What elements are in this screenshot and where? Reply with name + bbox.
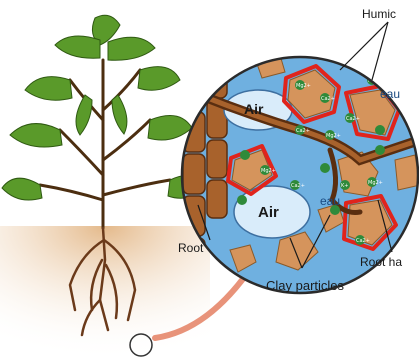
- ion-label: Ca2+: [356, 238, 370, 244]
- ion-label: Ca2+: [296, 128, 310, 134]
- ion-label: Ca2+: [346, 116, 360, 122]
- label-eau-top: eau: [380, 87, 400, 101]
- label-clay-particles: Clay particles: [266, 278, 345, 293]
- label-eau-middle: eau: [320, 194, 340, 208]
- label-root: Root: [178, 241, 204, 255]
- ion-label: Mg2+: [326, 133, 341, 139]
- ion-label: K+: [341, 183, 348, 189]
- ion-label: Mg2+: [261, 168, 276, 174]
- ion-label: Mg2+: [368, 180, 383, 186]
- label-root-hair: Root ha: [360, 255, 402, 269]
- ion-label: Mg2+: [296, 83, 311, 89]
- ion-label: Ca2+: [291, 183, 305, 189]
- label-humic: Humic: [362, 7, 396, 21]
- label-air-top: Air: [244, 101, 264, 117]
- label-air-bottom: Air: [258, 204, 279, 221]
- ion-label: Ca2+: [321, 96, 335, 102]
